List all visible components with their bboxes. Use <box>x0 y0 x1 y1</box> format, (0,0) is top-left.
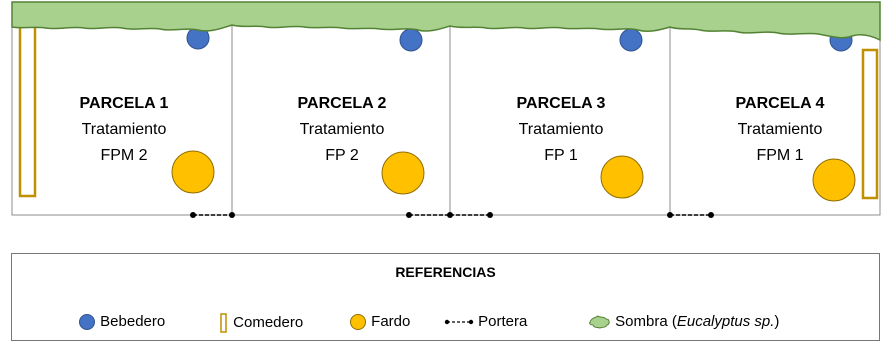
legend-label-sombra: Sombra (Eucalyptus sp.) <box>615 313 780 331</box>
fardo-icon <box>812 158 856 202</box>
comedero-icon <box>18 22 37 198</box>
fardo-icon <box>381 151 425 195</box>
parcela-1-line1: Tratamiento <box>82 121 167 138</box>
parcela-3-line1: Tratamiento <box>519 121 604 138</box>
parcela-1-title: PARCELA 1 <box>80 95 169 112</box>
parcela-3-line2: FP 1 <box>544 147 578 164</box>
bebedero-icon <box>399 28 423 52</box>
legend-title: REFERENCIAS <box>395 264 496 280</box>
legend-label-fardo: Fardo <box>371 313 411 331</box>
legend-label-bebedero: Bebedero <box>100 313 166 331</box>
legend-item-sombra: Sombra (Eucalyptus sp.) <box>589 313 779 331</box>
portera-icon <box>444 319 474 325</box>
parcela-2-line1: Tratamiento <box>300 121 385 138</box>
comedero-icon <box>861 48 879 200</box>
legend-item-bebedero: Bebedero <box>78 313 165 331</box>
parcela-4-line2: FPM 1 <box>756 147 803 164</box>
paddock-outline <box>11 13 881 216</box>
legend-item-fardo: Fardo <box>349 313 410 331</box>
parcela-4-line1: Tratamiento <box>738 121 823 138</box>
fardo-icon <box>600 155 644 199</box>
parcela-1-line2: FPM 2 <box>100 147 147 164</box>
sombra-icon <box>589 315 610 329</box>
bebedero-icon <box>79 314 95 331</box>
fardo-icon <box>171 150 215 194</box>
parcela-3-title: PARCELA 3 <box>517 95 606 112</box>
sombra-icon <box>11 1 881 42</box>
fardo-icon <box>350 314 366 331</box>
legend-label-sombra-species: Eucalyptus sp. <box>676 313 775 331</box>
legend-label-comedero: Comedero <box>233 314 304 331</box>
paddock-diagram: PARCELA 1 Tratamiento FPM 2 PARCELA 2 Tr… <box>11 1 881 218</box>
legend-item-portera: Portera <box>444 313 527 331</box>
parcela-4-title: PARCELA 4 <box>736 95 825 112</box>
legend-label-portera: Portera <box>478 313 528 331</box>
parcela-2-title: PARCELA 2 <box>298 95 387 112</box>
portera-icon <box>450 212 493 218</box>
bebedero-icon <box>619 28 643 52</box>
legend-item-comedero: Comedero <box>219 313 303 333</box>
portera-icon <box>190 212 235 218</box>
legend: REFERENCIAS Bebedero Comedero Fardo Port… <box>11 253 880 341</box>
comedero-icon <box>220 313 227 333</box>
parcela-2-line2: FP 2 <box>325 147 359 164</box>
portera-icon <box>667 212 714 218</box>
